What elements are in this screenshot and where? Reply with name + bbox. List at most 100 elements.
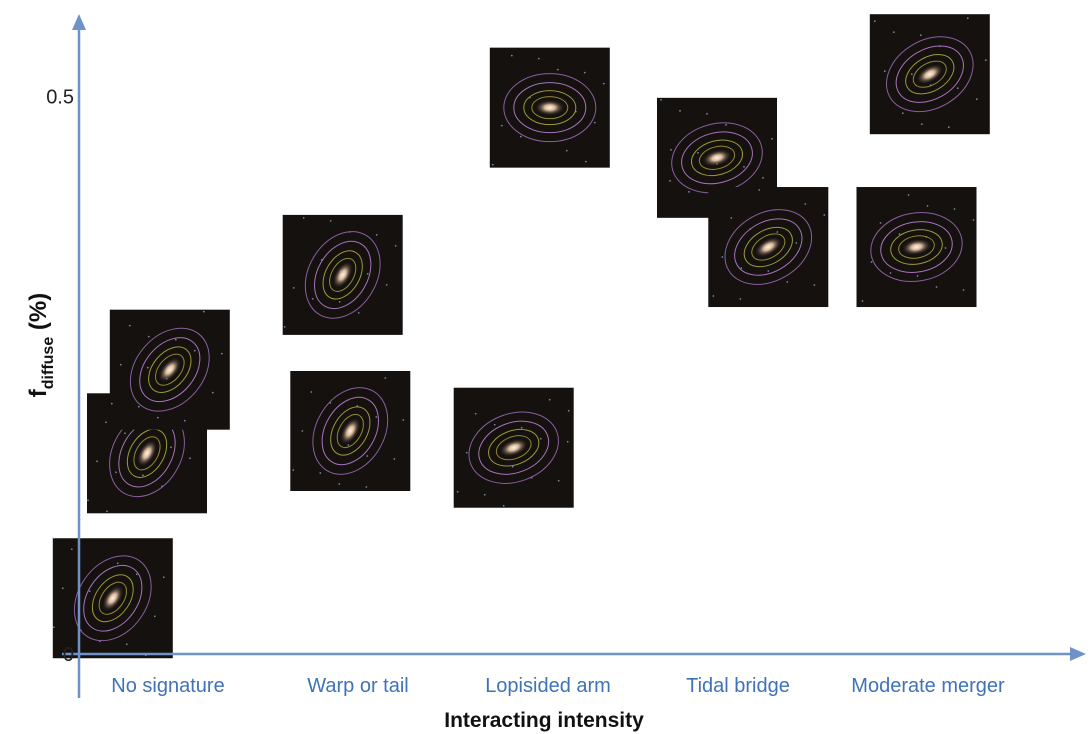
star-dot [804,203,807,205]
star-dot [124,432,126,435]
star-dot [795,242,798,244]
star-dot [128,324,131,327]
star-dot [892,31,895,34]
star-dot [110,402,113,405]
x-category-label: Moderate merger [851,675,1005,697]
star-dot [384,377,387,379]
star-dot [688,190,690,193]
star-dot [491,163,494,166]
star-dot [310,391,313,393]
isophote-contour [154,353,185,386]
star-dot [670,148,672,151]
isophote-contour [734,218,803,276]
star-dot [660,98,662,101]
star-dot [329,220,332,222]
star-dot [375,416,378,418]
star-dot [697,151,699,154]
star-dot [183,419,186,422]
star-dot [510,54,513,57]
star-dot [566,440,569,443]
isophote-contour [73,555,152,642]
star-dot [357,312,360,314]
star-dot [338,301,341,303]
star-dot [162,576,165,579]
star-dot [87,499,89,502]
star-dot [898,233,901,235]
galaxy-core [754,236,782,258]
isophote-contour [312,387,389,475]
star-dot [116,562,119,565]
star-dot [730,217,733,219]
isophote-contour [126,428,168,478]
star-dot [511,465,514,468]
star-dot [170,446,172,449]
star-dot [584,160,587,163]
star-dot [669,179,671,182]
isophote-contour [148,346,192,393]
star-dot [889,272,892,274]
galaxy-point [109,309,230,430]
star-dot [375,234,378,236]
star-dot [539,437,542,440]
star-dot [725,123,727,126]
star-dot [944,247,947,249]
galaxy-core [534,99,565,116]
star-dot [319,472,322,474]
isophote-contour [912,60,947,88]
isophote-contour [314,240,372,309]
star-dot [142,474,144,477]
star-dot [901,112,904,115]
star-dot [956,87,959,90]
star-dot [602,82,605,85]
isophote-contour [495,435,532,461]
isophote-contour [523,90,577,126]
galaxy-point [282,214,403,335]
x-axis-label: Interacting intensity [444,709,644,732]
isophote-contour [751,233,786,261]
star-dot [758,189,761,191]
star-dot [953,208,956,210]
star-dot [947,126,950,129]
star-dot [823,214,826,216]
star-dot [740,267,743,269]
star-dot [519,135,522,138]
star-dot [910,73,913,76]
x-category-label: Warp or tail [307,675,409,697]
isophote-contour [321,396,379,466]
star-dot [283,326,286,328]
star-dot [465,451,468,454]
star-dot [593,121,596,124]
isophote-contour [139,337,201,403]
isophote-contour [743,226,793,268]
star-dot [70,548,73,551]
isophote-contour [322,250,363,300]
galaxy-core [916,63,944,85]
star-dot [393,458,396,460]
isophote-contour [478,420,550,475]
star-dot [96,460,98,463]
star-dot [301,430,304,432]
y-tick-label: 0.5 [46,87,74,109]
star-dot [137,405,140,408]
star-dot [338,483,341,485]
galaxy-point [453,387,574,508]
star-dot [883,70,886,73]
isophote-contour [129,327,210,412]
galaxy-points [51,14,990,659]
galaxy-core [332,261,353,289]
star-dot [366,455,369,457]
galaxy-core [499,438,529,457]
star-dot [548,398,551,401]
star-dot [565,149,568,152]
isophote-contour [329,257,357,292]
star-dot [771,137,773,140]
star-dot [972,219,975,221]
star-dot [125,643,128,646]
galaxy-core [158,357,182,383]
isophote-contour [503,73,597,143]
isophote-contour [133,436,161,471]
star-dot [474,412,477,415]
isophote-contour [870,212,963,282]
